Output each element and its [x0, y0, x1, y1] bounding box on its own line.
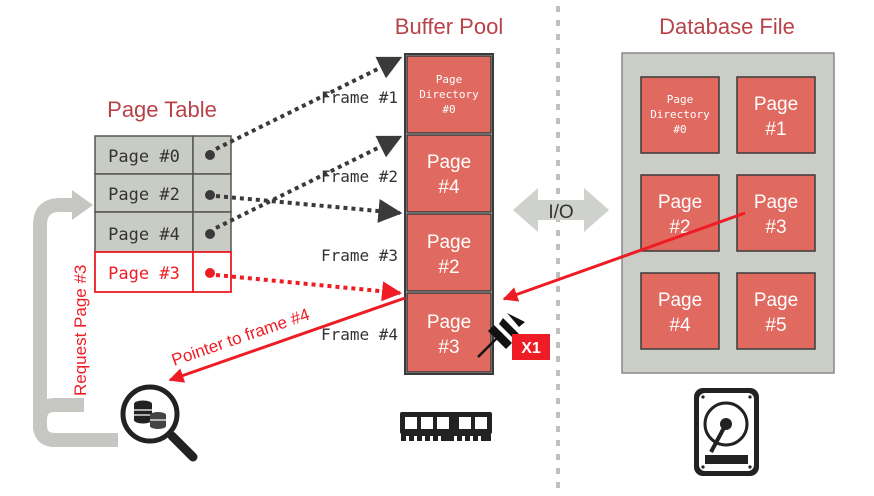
frame-label: Frame #1	[321, 88, 398, 107]
io-label: I/O	[548, 202, 573, 223]
pointer-arrow	[168, 296, 406, 383]
database-search-icon	[120, 384, 198, 462]
io-arrow: I/O	[513, 188, 609, 232]
svg-text:Directory: Directory	[419, 88, 479, 101]
request-label: Request Page #3	[71, 265, 90, 396]
hard-disk-icon	[694, 388, 759, 476]
page-table-entry-label: Page #4	[108, 225, 180, 245]
svg-text:#3: #3	[438, 337, 459, 358]
db-page: Page #2	[640, 174, 720, 252]
page-table-entry-label: Page #3	[108, 264, 180, 284]
request-return-arrow	[33, 190, 118, 447]
frame-label: Frame #3	[321, 246, 398, 265]
page-table-title: Page Table	[107, 97, 217, 122]
svg-text:Page: Page	[436, 73, 463, 86]
frame-page: Page Directory #0	[406, 55, 492, 134]
svg-text:#2: #2	[438, 257, 459, 278]
db-page: Page Directory #0	[640, 76, 720, 154]
frame-page: Page #3	[406, 292, 492, 373]
database-file: Page Directory #0 Page #1 Page #2 Page #…	[621, 52, 835, 374]
svg-text:#0: #0	[442, 103, 455, 116]
frame-page: Page #4	[406, 134, 492, 213]
svg-text:X1: X1	[521, 340, 541, 357]
latch-badge: X1	[512, 334, 550, 360]
page-table-pointer-dot	[205, 268, 215, 278]
svg-text:#4: #4	[669, 315, 691, 336]
frame-label: Frame #4	[321, 325, 398, 344]
database-file-title: Database File	[659, 14, 795, 39]
svg-text:Page: Page	[658, 192, 702, 213]
page-table-row-highlighted: Page #3	[94, 251, 232, 293]
pushpin-icon	[477, 313, 525, 358]
svg-text:#0: #0	[673, 123, 686, 136]
svg-text:Page: Page	[427, 312, 471, 333]
buffer-pool: Page Directory #0 Page #4 Page #2 Page #…	[404, 53, 494, 375]
svg-text:Page: Page	[658, 290, 702, 311]
db-page: Page #5	[736, 272, 816, 350]
svg-text:#1: #1	[765, 119, 786, 140]
page-table-entry-label: Page #2	[108, 185, 180, 205]
frame-page: Page #2	[406, 213, 492, 292]
svg-text:Page: Page	[754, 94, 798, 115]
db-page: Page #3	[736, 174, 816, 252]
page-table-pointer-dot	[205, 190, 215, 200]
page-table-pointer-dot	[205, 229, 215, 239]
load-page-arrow	[502, 211, 746, 302]
svg-text:Page: Page	[667, 93, 694, 106]
svg-text:#3: #3	[765, 217, 786, 238]
page-table-pointers	[215, 56, 403, 302]
page-table-row: Page #2	[94, 173, 232, 213]
db-page: Page #4	[640, 272, 720, 350]
db-page: Page #1	[736, 76, 816, 154]
page-table: Page #0 Page #2 Page #4 Page #3	[94, 135, 232, 293]
buffer-pool-title: Buffer Pool	[395, 14, 503, 39]
svg-text:#5: #5	[765, 315, 786, 336]
frame-label: Frame #2	[321, 167, 398, 186]
page-table-row: Page #0	[94, 135, 232, 175]
page-table-row: Page #4	[94, 211, 232, 253]
ram-chip-icon	[400, 412, 492, 441]
svg-text:Directory: Directory	[650, 108, 710, 121]
svg-text:#4: #4	[438, 177, 460, 198]
page-table-entry-label: Page #0	[108, 147, 180, 167]
svg-text:Page: Page	[754, 192, 798, 213]
svg-text:Page: Page	[754, 290, 798, 311]
svg-text:Page: Page	[427, 232, 471, 253]
page-table-pointer-dot	[205, 150, 215, 160]
svg-text:Page: Page	[427, 152, 471, 173]
